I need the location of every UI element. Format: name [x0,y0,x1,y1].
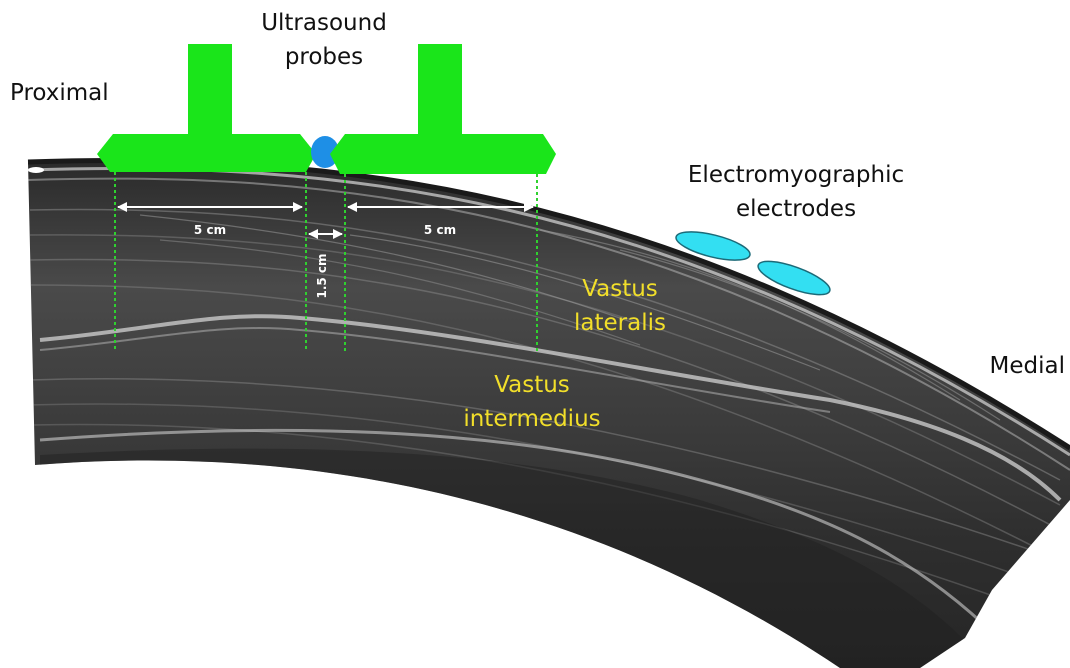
vastus-lateralis-label: lateralis [574,310,666,336]
emg-label: Electromyographic [688,162,904,188]
probes-label: Ultrasound [261,10,387,36]
probe2-width-label: 5 cm [424,223,456,237]
probe-gap-label: 1.5 cm [315,253,329,298]
vastus-intermedius-label: intermedius [463,406,600,432]
proximal-label: Proximal [10,80,109,106]
probe-left [97,44,316,172]
vastus-lateralis-label: Vastus [582,276,658,302]
probes-label: probes [285,44,363,70]
emg-label: electrodes [736,196,856,222]
probe1-width-label: 5 cm [194,223,226,237]
medial-label: Medial [990,353,1065,379]
vastus-intermedius-label: Vastus [494,372,570,398]
probe-right [330,44,556,174]
